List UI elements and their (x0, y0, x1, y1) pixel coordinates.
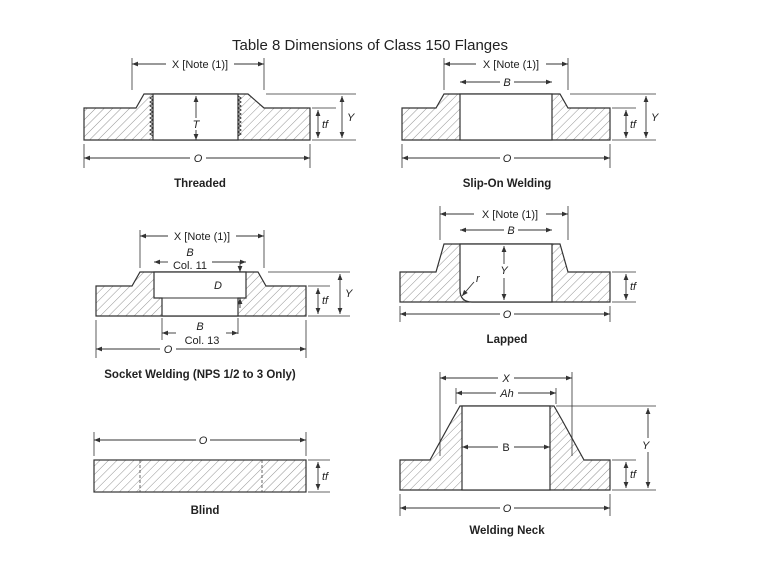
lapped-y-label: Y (500, 265, 508, 277)
welding-neck-x-label: X (501, 373, 510, 385)
welding-neck-o-label: O (503, 503, 512, 515)
slip-on-tf-label: tf (630, 119, 637, 131)
welding-neck-y-label: Y (642, 440, 650, 452)
welding-neck-tf-label: tf (630, 469, 637, 481)
slip-on-caption: Slip-On Welding (463, 178, 552, 190)
lapped-r-label: r (476, 273, 481, 285)
threaded-bore (152, 93, 239, 141)
socket-o-label: O (164, 344, 173, 356)
socket-bore (153, 271, 247, 317)
blind-flange-body (93, 459, 307, 493)
socket-d-label: D (214, 280, 222, 292)
socket-b-top-label: B (186, 247, 193, 259)
slip-on-b-label: B (503, 77, 510, 89)
socket-y-label: Y (345, 288, 353, 300)
slip-on-o-label: O (503, 153, 512, 165)
socket-col11-label: Col. 11 (173, 260, 207, 272)
socket-caption: Socket Welding (NPS 1/2 to 3 Only) (104, 369, 296, 381)
welding-neck-bore (461, 405, 551, 491)
threaded-y-label: Y (347, 112, 355, 124)
lapped-x-label: X [Note (1)] (482, 209, 538, 221)
thread-marks-right (237, 95, 242, 137)
socket-tf-label: tf (322, 295, 329, 307)
figure-title: Table 8 Dimensions of Class 150 Flanges (232, 37, 508, 54)
lapped-caption: Lapped (487, 334, 528, 346)
slip-on-y-label: Y (651, 112, 659, 124)
threaded-flange-view: X [Note (1)] T tf Y O Threaded (83, 58, 356, 190)
socket-col13-label: Col. 13 (185, 335, 220, 347)
welding-neck-b-label: B (502, 442, 509, 454)
blind-tf-label: tf (322, 471, 329, 483)
blind-o-label: O (199, 435, 208, 447)
blind-caption: Blind (191, 505, 220, 517)
welding-neck-ah-label: Ah (499, 388, 513, 400)
socket-x-label: X [Note (1)] (174, 231, 230, 243)
threaded-o-label: O (194, 153, 203, 165)
slip-on-x-label: X [Note (1)] (483, 59, 539, 71)
welding-neck-flange-view: X Ah B Y tf O Welding Neck (399, 372, 656, 537)
lapped-tf-label: tf (630, 281, 637, 293)
lapped-flange-view: X [Note (1)] B Y r tf O Lapped (399, 206, 637, 346)
lapped-b-label: B (507, 225, 514, 237)
blind-flange-view: O tf Blind (93, 432, 330, 517)
threaded-tf-label: tf (322, 119, 329, 131)
slip-on-bore (459, 93, 553, 141)
threaded-x-label: X [Note (1)] (172, 59, 228, 71)
lapped-bore (459, 243, 553, 303)
lapped-o-label: O (503, 309, 512, 321)
welding-neck-caption: Welding Neck (469, 525, 545, 537)
slip-on-flange-view: X [Note (1)] B tf Y O Slip-On Welding (401, 58, 659, 190)
socket-welding-flange-view: X [Note (1)] B Col. 11 D B Col. 13 tf Y … (95, 230, 353, 381)
threaded-caption: Threaded (174, 178, 226, 190)
socket-b-bottom-label: B (196, 321, 203, 333)
threaded-t-label: T (193, 119, 201, 131)
thread-marks-left (149, 95, 154, 137)
